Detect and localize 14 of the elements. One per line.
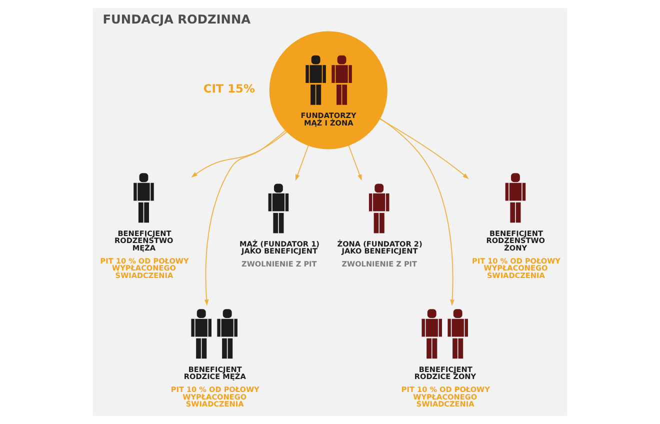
node-label: BENEFICJENT RODZICE MĘŻA: [184, 364, 246, 382]
node-label: ŻONA (FUNDATOR 2) JAKO BENEFICJENT: [337, 239, 422, 256]
label: CIT 15%: [203, 81, 255, 96]
node-label: PIT 10 % OD POŁOWY WYPŁACONEGO ŚWIADCZENIA: [100, 256, 189, 280]
node-label: MĄŻ (FUNDATOR 1) JAKO BENEFICJENT: [240, 239, 320, 256]
node-label: ZWOLNIENIE Z PIT: [242, 260, 317, 269]
node-label: BENEFICJENT RODZEŃSTWO ŻONY: [486, 228, 545, 252]
node-label: PIT 10 % OD POŁOWY WYPŁACONEGO ŚWIADCZENIA: [472, 256, 560, 280]
node-label: BENEFICJENT RODZICE ŻONY: [414, 364, 476, 382]
node-label: BENEFICJENT RODZEŃSTWO MĘŻA: [114, 228, 174, 252]
node-label: PIT 10 % OD POŁOWY WYPŁACONEGO ŚWIADCZENIA: [401, 385, 490, 409]
node-label: PIT 10 % OD POŁOWY WYPŁACONEGO ŚWIADCZENIA: [170, 385, 260, 409]
node-label: ZWOLNIENIE Z PIT: [342, 260, 417, 269]
diagram-title: FUNDACJA RODZINNA: [102, 12, 251, 27]
